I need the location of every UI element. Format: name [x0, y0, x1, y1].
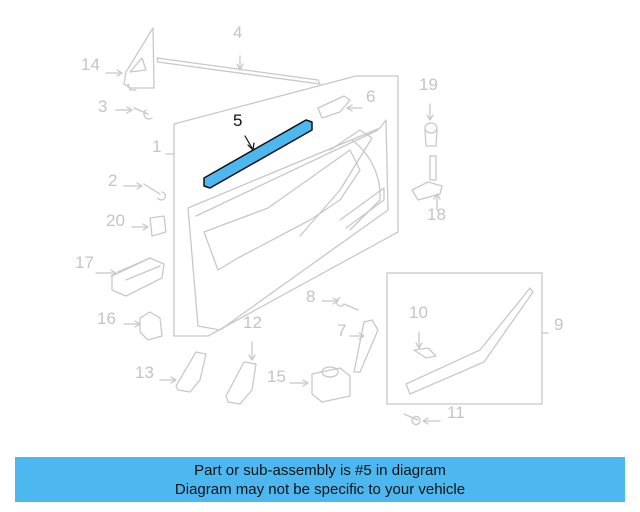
info-banner: Part or sub-assembly is #5 in diagram Di…	[15, 457, 625, 502]
banner-line-part-number: Part or sub-assembly is #5 in diagram	[194, 462, 446, 479]
part-13-switch	[159, 351, 207, 393]
part-8-screw	[321, 297, 359, 311]
part-14-mirror-trim	[105, 27, 155, 91]
callout-1: 1	[152, 137, 162, 156]
callout-2: 2	[108, 171, 118, 190]
part-5-highlighted-molding	[203, 119, 313, 189]
callout-5: 5	[233, 111, 243, 130]
callout-7: 7	[337, 321, 347, 340]
callout-19: 19	[419, 75, 438, 94]
callout-4: 4	[233, 23, 243, 42]
callout-15: 15	[267, 367, 286, 386]
door-panel-illustration	[95, 27, 549, 426]
part-2-screw	[123, 182, 167, 201]
part-12-switch	[225, 341, 257, 405]
part-3-clip	[115, 106, 153, 120]
callout-12: 12	[243, 313, 262, 332]
callout-10: 10	[409, 303, 428, 322]
callout-6: 6	[366, 87, 376, 106]
callout-18: 18	[427, 205, 446, 224]
part-11-screw	[403, 413, 441, 426]
part-16-switch	[123, 311, 163, 341]
callout-17: 17	[75, 253, 94, 272]
part-1-door-panel	[165, 75, 399, 337]
callout-3: 3	[98, 97, 108, 116]
callout-20: 20	[106, 211, 125, 230]
callout-16: 16	[97, 309, 116, 328]
part-15-mirror-switch	[289, 366, 351, 403]
banner-line-disclaimer: Diagram may not be specific to your vehi…	[174, 481, 466, 498]
part-17-window-switch	[95, 257, 165, 297]
callout-13: 13	[135, 363, 154, 382]
part-19-18-clip-pin	[411, 103, 443, 211]
part-20-switch	[131, 215, 167, 237]
part-9-trim-kit-box	[386, 272, 549, 405]
part-6-handle-trim	[317, 95, 363, 119]
part-4-weatherstrip	[156, 55, 321, 85]
part-7-bracket	[349, 319, 379, 373]
callout-11: 11	[447, 403, 465, 422]
callout-14: 14	[81, 55, 100, 74]
callout-9: 9	[554, 315, 564, 334]
callout-8: 8	[306, 287, 316, 306]
